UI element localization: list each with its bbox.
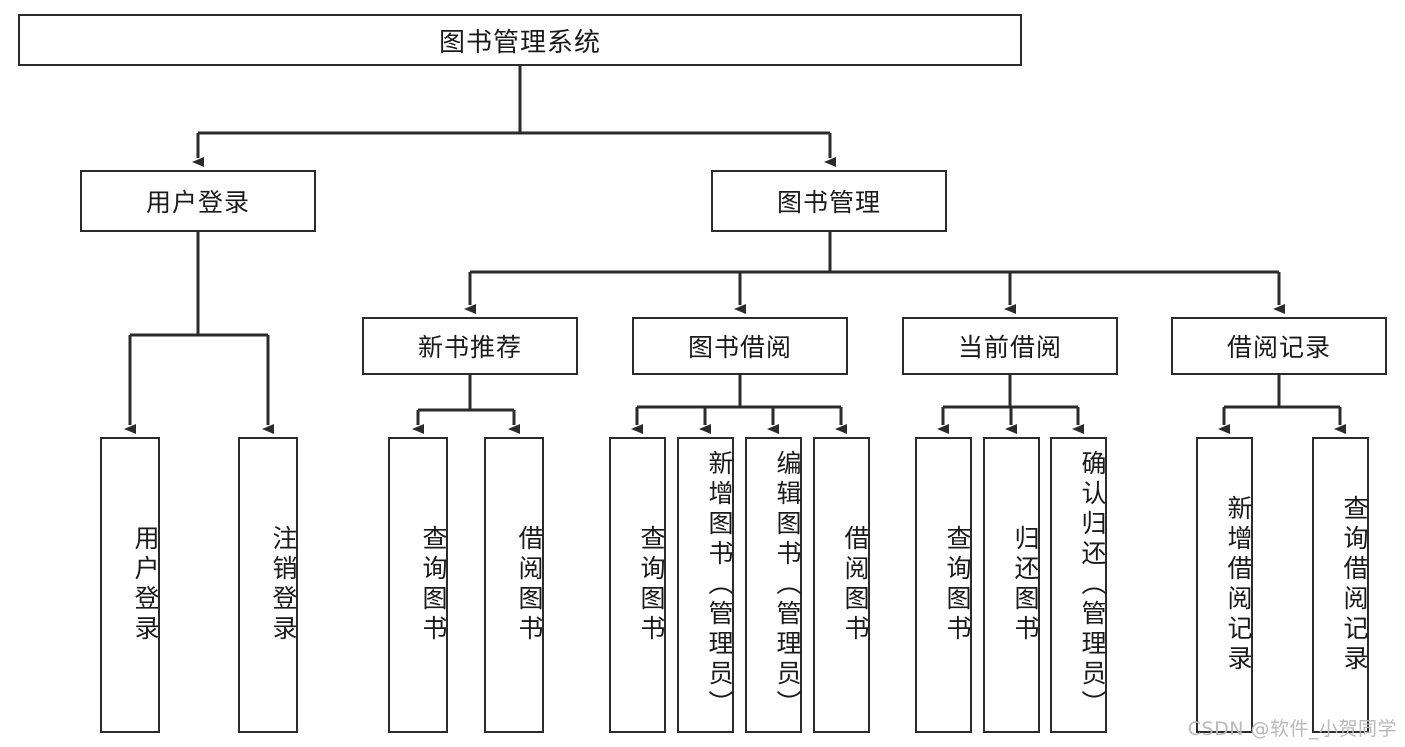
node-leaf-add-book-label: 新增图书（管理员） [705,450,734,720]
node-leaf-query-book-2[interactable]: 查询图书 [609,437,666,733]
node-leaf-borrow-book-2-label: 借阅图书 [841,525,870,645]
node-leaf-add-record-label: 新增借阅记录 [1224,495,1253,675]
node-book-manage[interactable]: 图书管理 [711,170,947,232]
node-book-manage-label: 图书管理 [776,188,881,217]
node-book-borrow[interactable]: 图书借阅 [632,317,848,375]
node-leaf-confirm-return[interactable]: 确认归还（管理员） [1050,437,1107,733]
node-user-login[interactable]: 用户登录 [80,170,316,232]
node-current-borrow[interactable]: 当前借阅 [902,317,1118,375]
node-leaf-user-login[interactable]: 用户登录 [100,437,160,733]
node-leaf-query-book-1-label: 查询图书 [419,525,448,645]
node-root-label: 图书管理系统 [438,27,601,58]
node-leaf-edit-book[interactable]: 编辑图书（管理员） [745,437,802,733]
node-leaf-return-book[interactable]: 归还图书 [983,437,1040,733]
node-leaf-query-record-label: 查询借阅记录 [1340,495,1369,675]
node-root-system[interactable]: 图书管理系统 [18,14,1022,66]
node-leaf-borrow-book-1-label: 借阅图书 [515,525,544,645]
node-new-book-rec-label: 新书推荐 [417,333,522,362]
watermark-text: CSDN @软件_小贺同学 [1187,718,1397,740]
node-leaf-confirm-return-label: 确认归还（管理员） [1078,450,1107,720]
node-book-borrow-label: 图书借阅 [687,333,792,362]
node-borrow-record-label: 借阅记录 [1226,333,1331,362]
node-leaf-query-book-3[interactable]: 查询图书 [915,437,972,733]
node-leaf-return-book-label: 归还图书 [1011,525,1040,645]
node-leaf-add-record[interactable]: 新增借阅记录 [1196,437,1253,733]
node-current-borrow-label: 当前借阅 [957,333,1062,362]
node-leaf-user-login-label: 用户登录 [131,525,160,645]
node-leaf-query-book-3-label: 查询图书 [943,525,972,645]
node-leaf-query-book-2-label: 查询图书 [637,525,666,645]
node-user-login-label: 用户登录 [145,188,250,217]
node-leaf-add-book[interactable]: 新增图书（管理员） [677,437,734,733]
node-leaf-query-record[interactable]: 查询借阅记录 [1312,437,1369,733]
node-borrow-record[interactable]: 借阅记录 [1171,317,1387,375]
node-leaf-logout-label: 注销登录 [269,525,298,645]
node-leaf-borrow-book-1[interactable]: 借阅图书 [484,437,544,733]
node-new-book-rec[interactable]: 新书推荐 [362,317,578,375]
node-leaf-logout[interactable]: 注销登录 [238,437,298,733]
node-leaf-query-book-1[interactable]: 查询图书 [388,437,448,733]
node-leaf-borrow-book-2[interactable]: 借阅图书 [813,437,870,733]
node-leaf-edit-book-label: 编辑图书（管理员） [773,450,802,720]
